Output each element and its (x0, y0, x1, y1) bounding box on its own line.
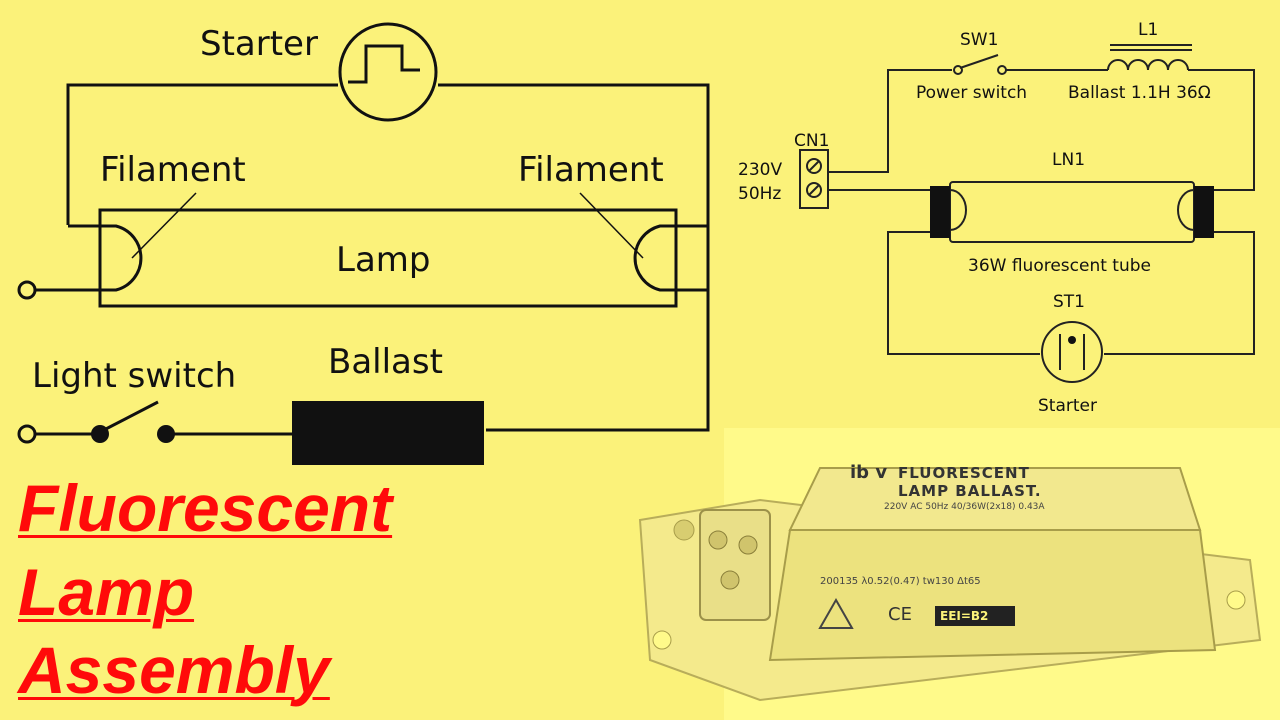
mount-screw-1 (673, 519, 695, 541)
title-line-2: Lamp (18, 555, 195, 629)
sw1-label: SW1 (960, 30, 999, 50)
starter-label: Starter (200, 24, 318, 64)
terminal-bottom-left (17, 424, 37, 444)
ballast-line-1: FLUORESCENT (898, 464, 1030, 482)
ballast-spec-line: 220V AC 50Hz 40/36W(2x18) 0.43A (884, 502, 1045, 512)
ln1-label: LN1 (1052, 150, 1086, 170)
starter-symbol (338, 22, 438, 122)
terminal-screw-3 (720, 570, 740, 590)
terminal-top-left (17, 280, 37, 300)
tube-label: 36W fluorescent tube (968, 256, 1151, 276)
ballast-terminal-block (699, 509, 771, 621)
starter-loop-left (887, 231, 1040, 355)
switch-contact-1 (91, 425, 109, 443)
starter-bimetal (348, 44, 420, 84)
sw1-blade (959, 54, 999, 69)
filament-right-label: Filament (518, 150, 664, 190)
cn1-terminal-2-slot (808, 184, 820, 196)
ballast-body-front (768, 529, 1217, 662)
ln1-filament-right (1177, 189, 1195, 231)
filament-left-leader (131, 192, 197, 259)
ballast-label: Ballast (328, 342, 443, 382)
ce-mark: CE (888, 604, 912, 625)
lamp-tube (98, 208, 678, 308)
left-right-wire (438, 83, 710, 432)
lamp-label: Lamp (336, 240, 431, 280)
cn1-terminal-2 (806, 182, 822, 198)
terminal-screw-1 (708, 530, 728, 550)
st1-dot (1068, 336, 1076, 344)
terminal-screw-2 (738, 535, 758, 555)
starter-loop-right (1104, 231, 1255, 355)
cn1-label: CN1 (794, 131, 830, 151)
title-line-1: Fluorescent (18, 471, 393, 545)
ln1-end-cap-right (1194, 186, 1214, 238)
left-top-wire-left (66, 83, 338, 225)
power-switch-label: Power switch (916, 83, 1028, 103)
filament-right (633, 224, 708, 292)
sw1-contact-1 (953, 65, 963, 75)
eei-label: EEI=B2 (940, 609, 989, 623)
l1-inductor-coil (1107, 59, 1189, 71)
cn1-terminal-1 (806, 158, 822, 174)
ballast-spec-label: Ballast 1.1H 36Ω (1068, 83, 1211, 103)
inductor-to-tube-wire (1188, 69, 1255, 191)
eei-badge (935, 606, 1015, 626)
ballast-code-line: 200135 λ0.52(0.47) tw130 Δt65 (820, 576, 981, 587)
ballast-line-2: LAMP BALLAST. (898, 482, 1042, 500)
st1-starter-label: Starter (1038, 396, 1097, 416)
title-line-3: Assembly (18, 633, 330, 707)
frequency-label: 50Hz (738, 184, 782, 204)
st1-starter-symbol (1041, 321, 1103, 383)
ballast-logo: ib v (850, 462, 888, 483)
ln1-end-cap-left (930, 186, 950, 238)
filament-right-leader (579, 192, 644, 259)
light-switch-blade (99, 400, 159, 434)
switch-contact-2 (157, 425, 175, 443)
voltage-label: 230V (738, 160, 783, 180)
st1-label: ST1 (1053, 292, 1085, 312)
cn1-to-switch-wire (828, 69, 952, 173)
approval-mark (818, 597, 854, 629)
ballast-block (292, 401, 484, 465)
filament-left (36, 224, 143, 292)
filament-left-label: Filament (100, 150, 246, 190)
light-switch-label: Light switch (32, 356, 237, 396)
ln1-filament-left (949, 189, 967, 231)
mount-hole-2 (652, 630, 672, 650)
mount-hole-3 (1226, 590, 1246, 610)
cn1-terminal-1-slot (808, 160, 820, 172)
l1-label: L1 (1138, 20, 1159, 40)
